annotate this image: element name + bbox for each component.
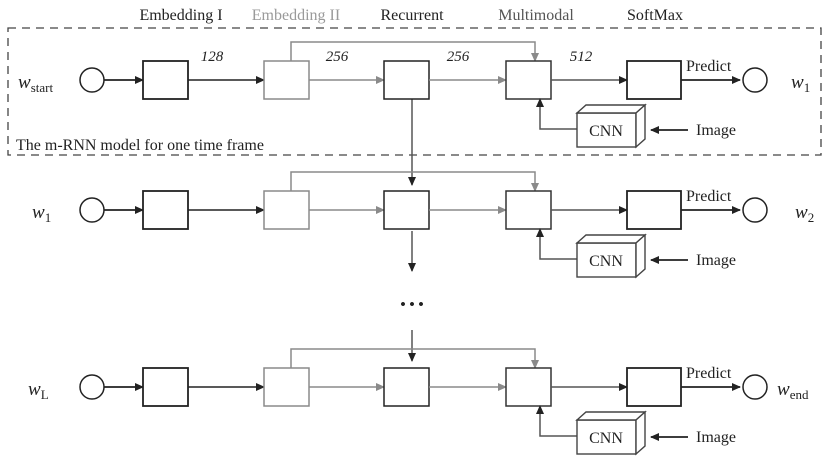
header-multimodal: Multimodal — [498, 7, 574, 24]
header-softmax: SoftMax — [627, 7, 683, 24]
predict-label: Predict — [686, 58, 732, 75]
dim-embedding-i: 128 — [201, 49, 224, 65]
embedding-i-layer — [142, 190, 189, 230]
image-label: Image — [696, 252, 736, 269]
dim-multimodal: 512 — [570, 49, 593, 65]
cnn-block-side — [635, 103, 646, 149]
cnn-block-side — [635, 410, 646, 456]
input-word-node — [79, 374, 105, 400]
row-time-frame-2: w1 Predict w2 CNN Image — [32, 171, 814, 279]
skip-embedding2-to-multimodal — [290, 41, 539, 62]
arrow-cnn-to-multimodal — [536, 228, 577, 260]
dim-recurrent: 256 — [447, 49, 470, 65]
embedding-i-layer — [142, 60, 189, 100]
row-time-frame-last: wL Predict wend CNN Image — [28, 348, 809, 456]
output-word-label: wend — [777, 379, 809, 402]
cnn-block — [576, 242, 637, 278]
cnn-block-top — [575, 234, 647, 244]
header-recurrent: Recurrent — [380, 7, 444, 24]
output-word-node — [742, 197, 768, 223]
row-time-frame-1: wstart Predict w1 CNN Image — [18, 41, 810, 149]
cnn-block — [576, 419, 637, 455]
input-word-label: w1 — [32, 202, 51, 225]
recurrent-layer — [383, 367, 430, 407]
arrow-cnn-to-multimodal — [536, 98, 577, 130]
time-frame-dashed-box — [7, 27, 822, 156]
softmax-layer — [626, 190, 682, 230]
cnn-label: CNN — [589, 430, 623, 447]
multimodal-layer — [505, 367, 552, 407]
skip-embedding2-to-multimodal — [290, 348, 539, 369]
header-embedding-ii: Embedding II — [252, 7, 340, 24]
softmax-layer — [626, 60, 682, 100]
arrow-cnn-to-multimodal — [536, 405, 577, 437]
recurrent-layer — [383, 190, 430, 230]
embedding-ii-layer — [263, 60, 310, 100]
softmax-layer — [626, 367, 682, 407]
embedding-i-layer — [142, 367, 189, 407]
cnn-block — [576, 112, 637, 148]
multimodal-layer — [505, 60, 552, 100]
output-word-node — [742, 374, 768, 400]
cnn-block-side — [635, 233, 646, 279]
header-embedding-i: Embedding I — [139, 7, 222, 24]
output-word-node — [742, 67, 768, 93]
ellipsis: • • • — [400, 297, 423, 313]
cnn-label: CNN — [589, 253, 623, 270]
output-word-label: w2 — [795, 202, 814, 225]
skip-embedding2-to-multimodal — [290, 171, 539, 192]
predict-label: Predict — [686, 188, 732, 205]
time-frame-caption: The m-RNN model for one time frame — [16, 137, 264, 154]
input-word-node — [79, 67, 105, 93]
image-label: Image — [696, 122, 736, 139]
cnn-block-top — [575, 104, 647, 114]
input-word-label: wstart — [18, 72, 53, 95]
output-word-label: w1 — [791, 72, 810, 95]
predict-label: Predict — [686, 365, 732, 382]
embedding-ii-layer — [263, 190, 310, 230]
embedding-ii-layer — [263, 367, 310, 407]
input-word-node — [79, 197, 105, 223]
multimodal-layer — [505, 190, 552, 230]
recurrent-layer — [383, 60, 430, 100]
cnn-label: CNN — [589, 123, 623, 140]
image-label: Image — [696, 429, 736, 446]
input-word-label: wL — [28, 379, 49, 402]
dim-embedding-ii: 256 — [326, 49, 349, 65]
cnn-block-top — [575, 411, 647, 421]
